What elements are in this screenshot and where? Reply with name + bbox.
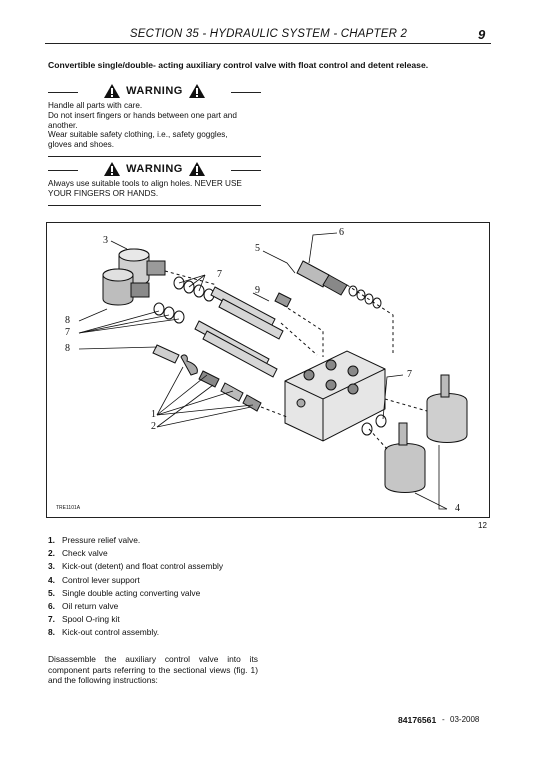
- list-item: 5. Single double acting converting valve: [48, 587, 223, 600]
- item-number: 6.: [48, 601, 55, 612]
- section-title: SECTION 35 - HYDRAULIC SYSTEM - CHAPTER …: [129, 28, 408, 40]
- warning-line: another.: [48, 120, 78, 130]
- warning-text-1: Handle all parts with care. Do not inser…: [48, 101, 261, 150]
- document-date: 03-2008: [450, 715, 480, 724]
- warning-rule-right: [231, 170, 261, 171]
- warning-line: gloves and shoes.: [48, 140, 114, 150]
- callout-8: 8: [65, 315, 70, 326]
- callout-4: 4: [455, 503, 460, 514]
- item-number: 5.: [48, 587, 55, 598]
- callout-1: 1: [151, 409, 156, 420]
- item-number: 4.: [48, 574, 55, 585]
- item-number: 2.: [48, 548, 55, 559]
- callout-leader-lines: [78, 232, 448, 510]
- callout-8: 8: [65, 343, 70, 354]
- warning-line: Always use suitable tools to align holes…: [48, 179, 242, 188]
- warning-triangle-icon: [104, 84, 120, 98]
- document-number: 84176561: [398, 715, 437, 725]
- warning-box-1: WARNING Handle all parts with care. Do n…: [48, 84, 261, 157]
- warning-line: Do not insert fingers or hands between o…: [48, 110, 237, 120]
- warning-header-2: WARNING: [48, 162, 261, 178]
- item-text: Single double acting converting valve: [62, 587, 201, 598]
- callout-3: 3: [103, 235, 108, 246]
- instruction-paragraph: Disassemble the auxiliary control valve …: [48, 654, 258, 686]
- warning-bottom-rule: [48, 155, 261, 157]
- list-item: 3. Kick-out (detent) and float control as…: [48, 560, 223, 573]
- callout-5: 5: [255, 243, 260, 254]
- callout-6: 6: [339, 227, 344, 238]
- parts-list: 1. Pressure relief valve. 2. Check valve 3…: [48, 534, 223, 640]
- item-text: Control lever support: [62, 574, 140, 585]
- warning-text-2: Always use suitable tools to align holes…: [48, 179, 261, 199]
- header-divider: [45, 43, 491, 44]
- intro-heading: Convertible single/double- acting auxili…: [48, 60, 429, 70]
- callout-7: 7: [217, 269, 222, 280]
- callout-7: 7: [407, 369, 412, 380]
- item-text: Check valve: [62, 548, 108, 559]
- exploded-view-figure: 3 7 9 5 6 8 7 8 1 2 7 4: [46, 222, 490, 518]
- item-number: 7.: [48, 614, 55, 625]
- item-text: Oil return valve: [62, 601, 119, 612]
- callout-2: 2: [151, 421, 156, 432]
- warning-title: WARNING: [126, 85, 183, 97]
- warning-triangle-icon: [189, 162, 205, 176]
- warning-box-2: WARNING Always use suitable tools to ali…: [48, 162, 261, 206]
- callout-7: 7: [65, 327, 70, 338]
- kickout-assembly-drawing: [102, 248, 166, 306]
- warning-rule-right: [231, 92, 261, 93]
- warning-rule-left: [48, 170, 78, 171]
- warning-bottom-rule: [48, 204, 261, 206]
- relief-valve-drawing: [152, 344, 262, 412]
- list-item: 4. Control lever support: [48, 574, 223, 587]
- o-ring-drawing: [153, 276, 215, 324]
- figure-code: TRE1101A: [56, 505, 81, 511]
- item-number: 1.: [48, 535, 55, 545]
- item-text: Kick-out control assembly.: [62, 627, 160, 638]
- list-item: 6. Oil return valve: [48, 600, 223, 613]
- warning-line: Handle all parts with care.: [48, 101, 143, 110]
- list-item: 7. Spool O-ring kit: [48, 613, 223, 626]
- warning-triangle-icon: [104, 162, 120, 176]
- callout-9: 9: [255, 285, 260, 296]
- valve-exploded-diagram: [78, 232, 468, 510]
- list-item: 1. Pressure relief valve.: [48, 534, 223, 547]
- warning-rule-left: [48, 92, 78, 93]
- item-text: Kick-out (detent) and float control asse…: [62, 561, 224, 572]
- warning-line: YOUR FINGERS OR HANDS.: [48, 188, 159, 198]
- footer-separator: -: [442, 715, 445, 724]
- list-item: 8. Kick-out control assembly.: [48, 626, 223, 639]
- warning-title: WARNING: [126, 163, 183, 175]
- warning-header-1: WARNING: [48, 84, 261, 100]
- spool-drawing: [194, 286, 284, 378]
- warning-line: Wear suitable safety clothing, i.e., saf…: [48, 130, 228, 140]
- item-text: Spool O-ring kit: [62, 614, 120, 625]
- warning-triangle-icon: [189, 84, 205, 98]
- assembly-guide-lines: [164, 270, 428, 450]
- figure-number: 12: [478, 521, 487, 530]
- lever-support-drawing: [361, 374, 468, 493]
- page-number: 9: [478, 27, 486, 42]
- item-number: 8.: [48, 627, 55, 638]
- converting-valve-drawing: [274, 260, 382, 309]
- item-number: 3.: [48, 561, 55, 572]
- item-text: Pressure relief valve.: [62, 535, 141, 545]
- valve-body-drawing: [284, 350, 386, 442]
- list-item: 2. Check valve: [48, 547, 223, 560]
